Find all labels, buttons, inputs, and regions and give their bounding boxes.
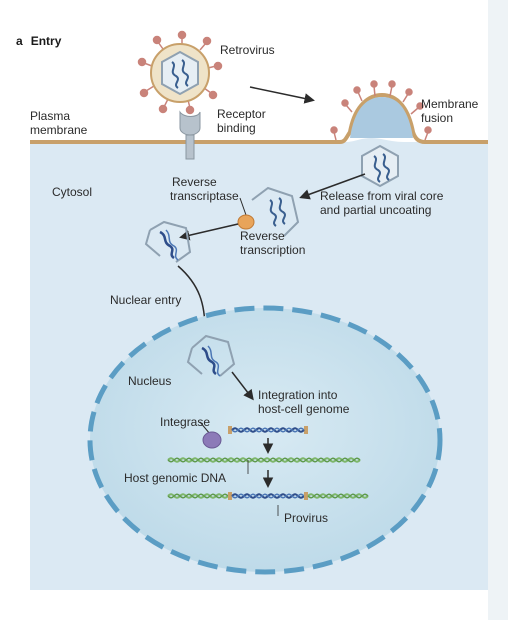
label-membrane-fusion-2: fusion [421, 111, 453, 125]
arrow-to-fusion [249, 86, 315, 104]
viral-dna-fragment [228, 426, 308, 434]
label-release-2: and partial uncoating [320, 203, 431, 217]
reverse-transcribed-complex [144, 220, 192, 263]
label-host-genomic-dna: Host genomic DNA [124, 471, 226, 485]
arrow-to-uncoating [299, 173, 366, 200]
label-integration-1: Integration into [258, 388, 338, 402]
panel-title: Entry [31, 34, 62, 48]
label-integrase: Integrase [160, 415, 210, 429]
label-nuclear-entry: Nuclear entry [110, 293, 181, 307]
plasma-membrane [30, 92, 488, 144]
receptor [179, 110, 201, 160]
arrow-to-integration [231, 371, 254, 401]
label-reverse-transcriptase-1: Reverse [172, 175, 217, 189]
label-membrane-fusion-1: Membrane [421, 97, 479, 111]
label-cytosol: Cytosol [52, 185, 92, 199]
uncoated-core [251, 186, 300, 237]
label-integration-2: host-cell genome [258, 402, 350, 416]
label-release-1: Release from viral core [320, 189, 444, 203]
fusion-vesicle [350, 97, 413, 138]
panel-letter: a [16, 34, 23, 48]
label-nucleus: Nucleus [128, 374, 171, 388]
label-provirus: Provirus [284, 511, 328, 525]
label-plasma-membrane-2: membrane [30, 123, 88, 137]
label-receptor-binding-2: binding [217, 121, 256, 135]
label-receptor-binding-1: Receptor [217, 107, 266, 121]
reverse-transcriptase-enzyme [237, 197, 255, 230]
arrow-to-reverse-transcription [179, 223, 239, 241]
right-margin-shade [488, 0, 508, 620]
fusion-spikes [330, 80, 432, 141]
label-plasma-membrane-1: Plasma [30, 109, 70, 123]
pre-integration-complex [186, 334, 236, 377]
integrase-enzyme [199, 421, 222, 449]
label-reverse-transcriptase-2: transcriptase [170, 189, 239, 203]
retrovirus-particle [137, 30, 223, 115]
nucleus [87, 305, 443, 575]
released-capsid [361, 144, 399, 188]
host-genomic-dna [167, 457, 361, 463]
integrated-provirus-dna [167, 492, 369, 500]
label-retrovirus: Retrovirus [220, 43, 275, 57]
label-reverse-transcription-2: transcription [240, 243, 305, 257]
label-reverse-transcription-1: Reverse [240, 229, 285, 243]
